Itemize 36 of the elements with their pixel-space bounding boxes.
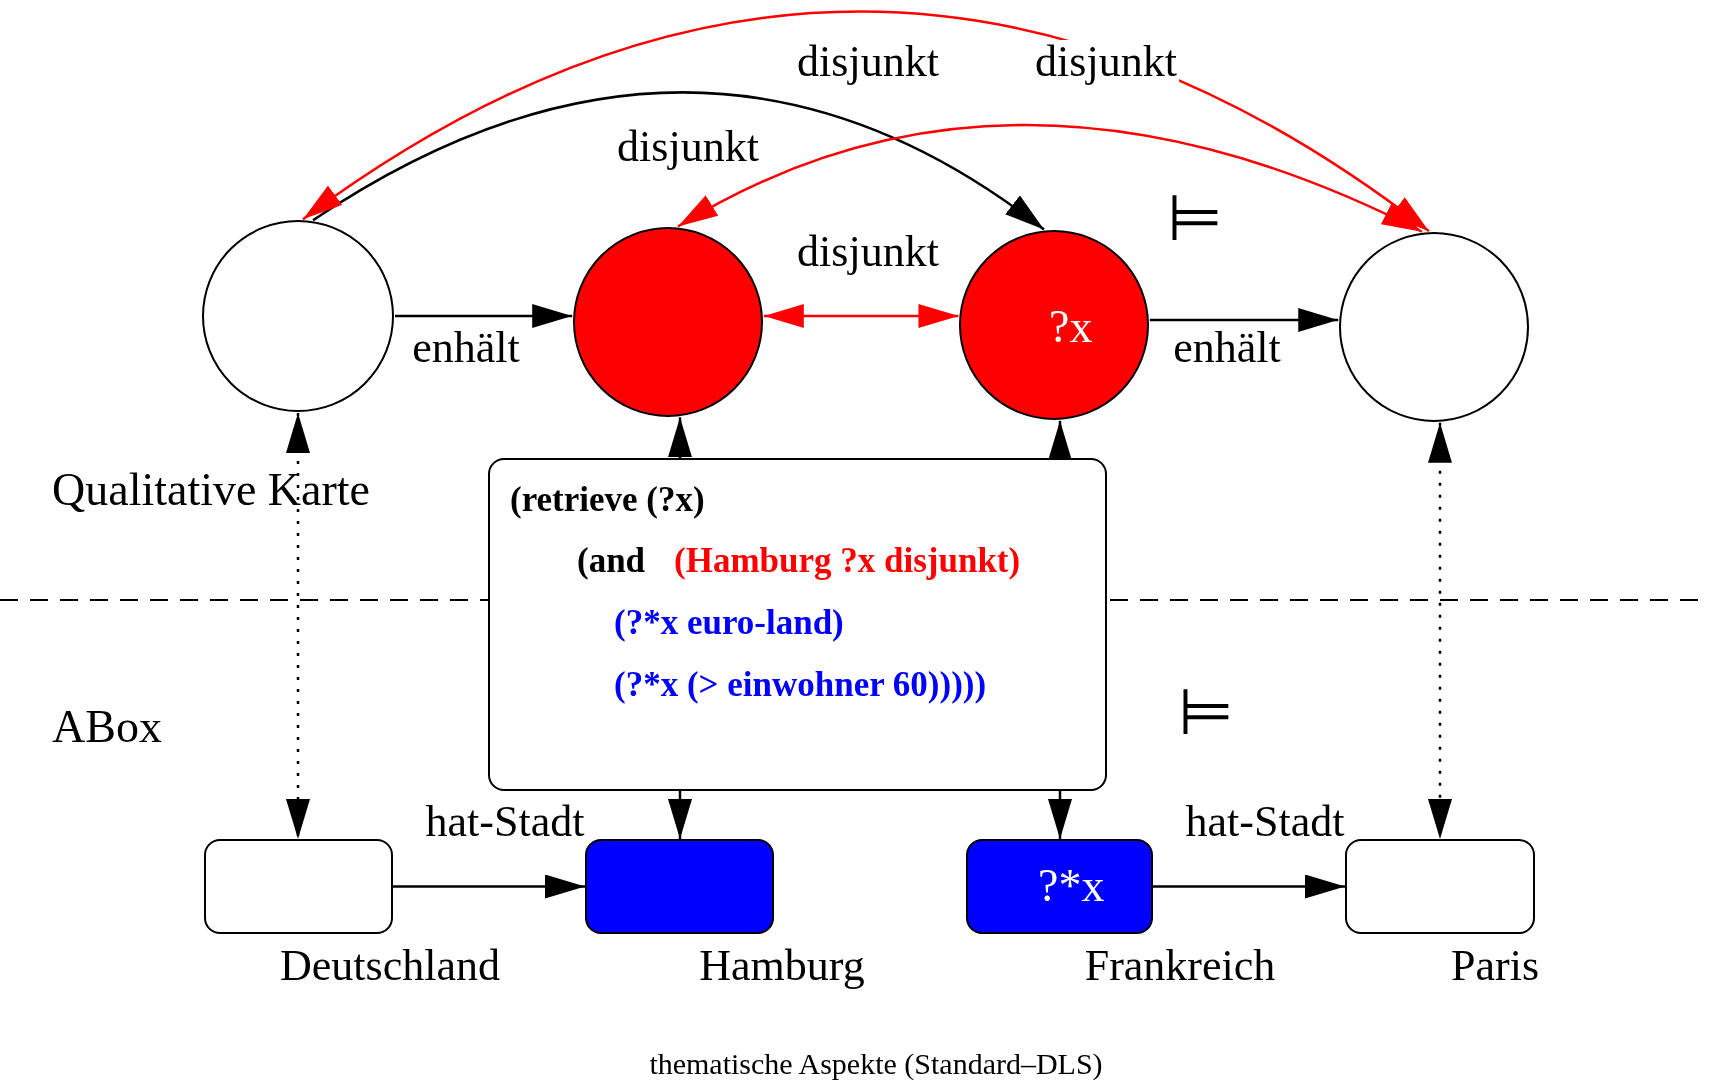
arrow — [668, 417, 692, 458]
node-label: ?x — [1049, 304, 1093, 350]
query-box — [488, 458, 1107, 791]
rounded-box — [1345, 839, 1535, 934]
query-line: (?*x euro-land) — [614, 605, 844, 640]
query-line: (retrieve (?x) — [510, 482, 705, 517]
node-caption: Paris — [1451, 944, 1539, 988]
caption: thematische Aspekte (Standard–DLS) — [649, 1049, 1103, 1079]
layer-label: Qualitative Karte — [52, 467, 371, 513]
arrow — [1048, 420, 1072, 461]
arrow — [312, 91, 1045, 231]
models-symbol: ⊨ — [1167, 186, 1223, 250]
arrow — [677, 123, 1423, 233]
arrow — [393, 874, 585, 899]
node-label: ?*x — [1038, 863, 1105, 909]
arrow — [668, 791, 692, 839]
dotted-arrow — [286, 413, 310, 839]
arrow — [1153, 874, 1345, 899]
layer-label: ABox — [52, 704, 162, 750]
rounded-box — [204, 839, 393, 934]
rounded-box — [585, 839, 774, 934]
node-caption: Hamburg — [699, 944, 865, 988]
models-symbol: ⊨ — [1178, 680, 1234, 744]
arrow — [302, 10, 1430, 233]
query-line: (?*x (> einwohner 60))))) — [614, 667, 987, 702]
node-caption: Deutschland — [280, 944, 500, 988]
arrow — [1048, 791, 1072, 839]
edge-label: disjunkt — [1033, 40, 1179, 84]
arrow — [1149, 308, 1339, 332]
rounded-box — [966, 839, 1153, 934]
arrow — [395, 304, 573, 328]
node-caption: Frankreich — [1084, 944, 1276, 988]
query-line: (Hamburg ?x disjunkt) — [674, 543, 1021, 578]
dotted-arrow — [1428, 422, 1452, 839]
query-line: (and — [577, 543, 646, 578]
arrow — [763, 304, 959, 328]
